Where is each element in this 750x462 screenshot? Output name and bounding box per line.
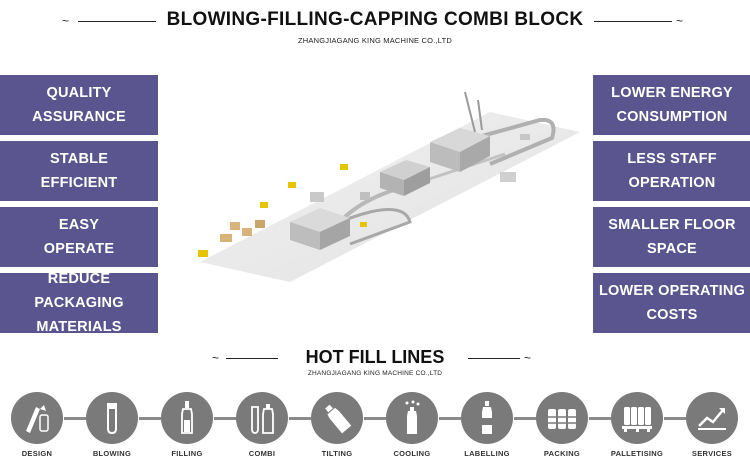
step-connector (364, 417, 386, 420)
step-label: LABELLING (464, 449, 510, 458)
feature-label: SMALLER FLOOR SPACE (608, 217, 736, 257)
hot-fill-section-header: HOT FILL LINES ZHANGJIAGANG KING MACHINE… (0, 346, 750, 377)
feature-lower-operating: LOWER OPERATING COSTS (593, 273, 750, 333)
process-flow: DESIGN BLOWING FILLING COMBI TILTING COO… (0, 392, 750, 462)
step-label: TILTING (321, 449, 353, 458)
packing-icon (536, 392, 588, 444)
step-label: COMBI (248, 449, 276, 458)
cooling-icon (386, 392, 438, 444)
step-connector (514, 417, 536, 420)
title-ornament-right: ~ (594, 15, 688, 27)
page-subtitle: ZHANGJIAGANG KING MACHINE CO.,LTD (298, 36, 452, 45)
feature-label: STABLE EFFICIENT (40, 151, 118, 191)
feature-reduce-packaging: REDUCE PACKAGING MATERIALS (0, 271, 158, 335)
section-subtitle: ZHANGJIAGANG KING MACHINE CO.,LTD (307, 370, 443, 377)
step-blowing: BLOWING (77, 392, 147, 458)
feature-smaller-floor: SMALLER FLOOR SPACE (593, 207, 750, 267)
feature-stable-efficient: STABLE EFFICIENT (0, 141, 158, 201)
feature-label: REDUCE PACKAGING MATERIALS (34, 271, 124, 335)
section-ornament-left: ~ (212, 352, 278, 364)
feature-lower-energy: LOWER ENERGY CONSUMPTION (593, 75, 750, 135)
feature-label: EASY OPERATE (43, 217, 115, 257)
step-connector (589, 417, 611, 420)
step-connector (439, 417, 461, 420)
step-label: PALLETISING (610, 449, 664, 458)
feature-less-staff: LESS STAFF OPERATION (593, 141, 750, 201)
section-ornament-right: ~ (468, 352, 534, 364)
step-services: SERVICES (677, 392, 747, 458)
labelling-icon (461, 392, 513, 444)
palletising-icon (611, 392, 663, 444)
page-title: BLOWING-FILLING-CAPPING COMBI BLOCK (166, 9, 584, 30)
step-connector (139, 417, 161, 420)
feature-easy-operate: EASY OPERATE (0, 207, 158, 267)
feature-label: LOWER ENERGY CONSUMPTION (611, 85, 733, 125)
feature-label: LESS STAFF OPERATION (627, 151, 717, 191)
feature-quality-assurance: QUALITY ASSURANCE (0, 75, 158, 135)
feature-label: LOWER OPERATING COSTS (598, 283, 746, 323)
services-icon (686, 392, 738, 444)
step-label: DESIGN (21, 449, 53, 458)
step-design: DESIGN (2, 392, 72, 458)
step-label: COOLING (393, 449, 431, 458)
step-label: BLOWING (92, 449, 132, 458)
step-palletising: PALLETISING (602, 392, 672, 458)
step-tilting: TILTING (302, 392, 372, 458)
step-label: FILLING (171, 449, 203, 458)
step-connector (664, 417, 686, 420)
combi-icon (236, 392, 288, 444)
step-labelling: LABELLING (452, 392, 522, 458)
step-packing: PACKING (527, 392, 597, 458)
step-connector (64, 417, 86, 420)
step-label: PACKING (543, 449, 581, 458)
step-cooling: COOLING (377, 392, 447, 458)
filling-icon (161, 392, 213, 444)
tilting-icon (311, 392, 363, 444)
preform-icon (86, 392, 138, 444)
step-label: SERVICES (691, 449, 733, 458)
step-connector (214, 417, 236, 420)
title-ornament-left: ~ (62, 15, 156, 27)
design-icon (11, 392, 63, 444)
step-connector (289, 417, 311, 420)
section-title: HOT FILL LINES (305, 347, 445, 367)
step-combi: COMBI (227, 392, 297, 458)
feature-label: QUALITY ASSURANCE (32, 85, 126, 125)
production-line-illustration (198, 91, 580, 282)
step-filling: FILLING (152, 392, 222, 458)
page-header: BLOWING-FILLING-CAPPING COMBI BLOCK ZHAN… (0, 8, 750, 45)
